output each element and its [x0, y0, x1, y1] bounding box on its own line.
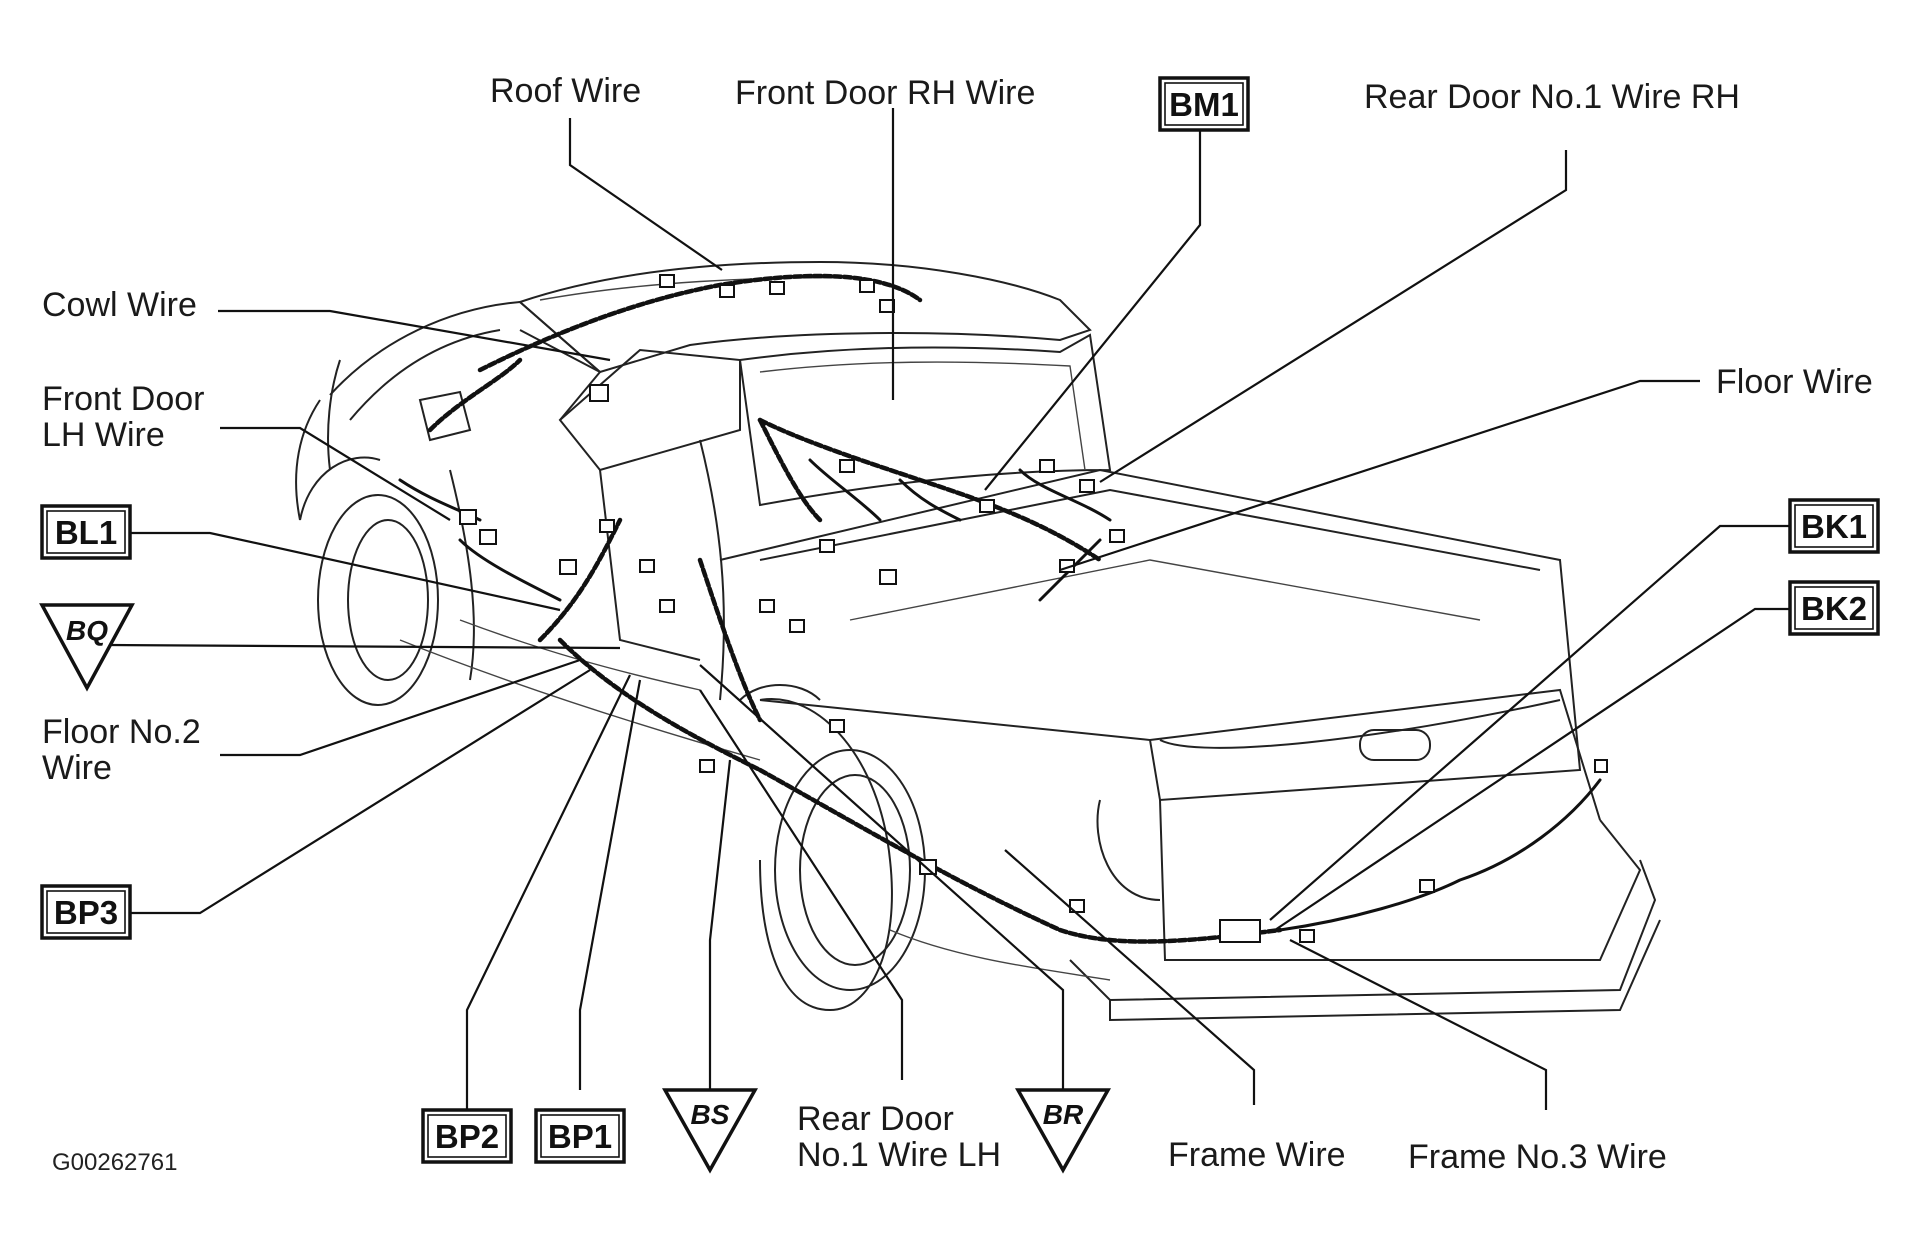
- label-floor-wire: Floor Wire: [1716, 363, 1873, 401]
- label-rear-door-no1-wire-rh: Rear Door No.1 Wire RH: [1364, 78, 1740, 116]
- code-triangle-br: BR: [1015, 1088, 1111, 1174]
- code-bp2: BP2: [435, 1118, 499, 1155]
- label-frame-wire: Frame Wire: [1168, 1136, 1346, 1174]
- code-box-bl1: BL1: [40, 504, 132, 560]
- code-br: BR: [1043, 1099, 1084, 1130]
- code-bm1: BM1: [1169, 86, 1239, 123]
- code-bl1: BL1: [55, 514, 117, 551]
- code-triangle-bq: BQ: [39, 603, 135, 692]
- label-floor-no2-wire-line2: Wire: [42, 749, 112, 787]
- label-front-door-lh-wire-line2: LH Wire: [42, 416, 165, 454]
- leader-lines: [109, 108, 1790, 1110]
- label-floor-no2-wire-line1: Floor No.2: [42, 713, 201, 751]
- code-bq: BQ: [66, 615, 108, 646]
- label-cowl-wire: Cowl Wire: [42, 286, 197, 324]
- label-front-door-rh-wire: Front Door RH Wire: [735, 74, 1035, 112]
- figure-code: G00262761: [52, 1149, 177, 1176]
- label-rear-door-no1-wire-lh-line2: No.1 Wire LH: [797, 1136, 1001, 1174]
- connectors: [459, 274, 1608, 943]
- truck-illustration: [295, 260, 1661, 1022]
- code-box-bm1: BM1: [1158, 76, 1250, 132]
- code-bs: BS: [691, 1099, 730, 1130]
- code-bp1: BP1: [548, 1118, 612, 1155]
- label-roof-wire: Roof Wire: [490, 72, 641, 110]
- code-bp3: BP3: [54, 894, 118, 931]
- code-box-bp1: BP1: [534, 1108, 626, 1164]
- code-box-bk1: BK1: [1788, 498, 1880, 554]
- code-box-bk2: BK2: [1788, 580, 1880, 636]
- code-bk2: BK2: [1801, 590, 1867, 627]
- label-rear-door-no1-wire-lh-line1: Rear Door: [797, 1100, 954, 1138]
- label-front-door-lh-wire-line1: Front Door: [42, 380, 205, 418]
- code-triangle-bs: BS: [662, 1088, 758, 1174]
- label-frame-no3-wire: Frame No.3 Wire: [1408, 1138, 1667, 1176]
- code-box-bp3: BP3: [40, 884, 132, 940]
- code-bk1: BK1: [1801, 508, 1867, 545]
- code-box-bp2: BP2: [421, 1108, 513, 1164]
